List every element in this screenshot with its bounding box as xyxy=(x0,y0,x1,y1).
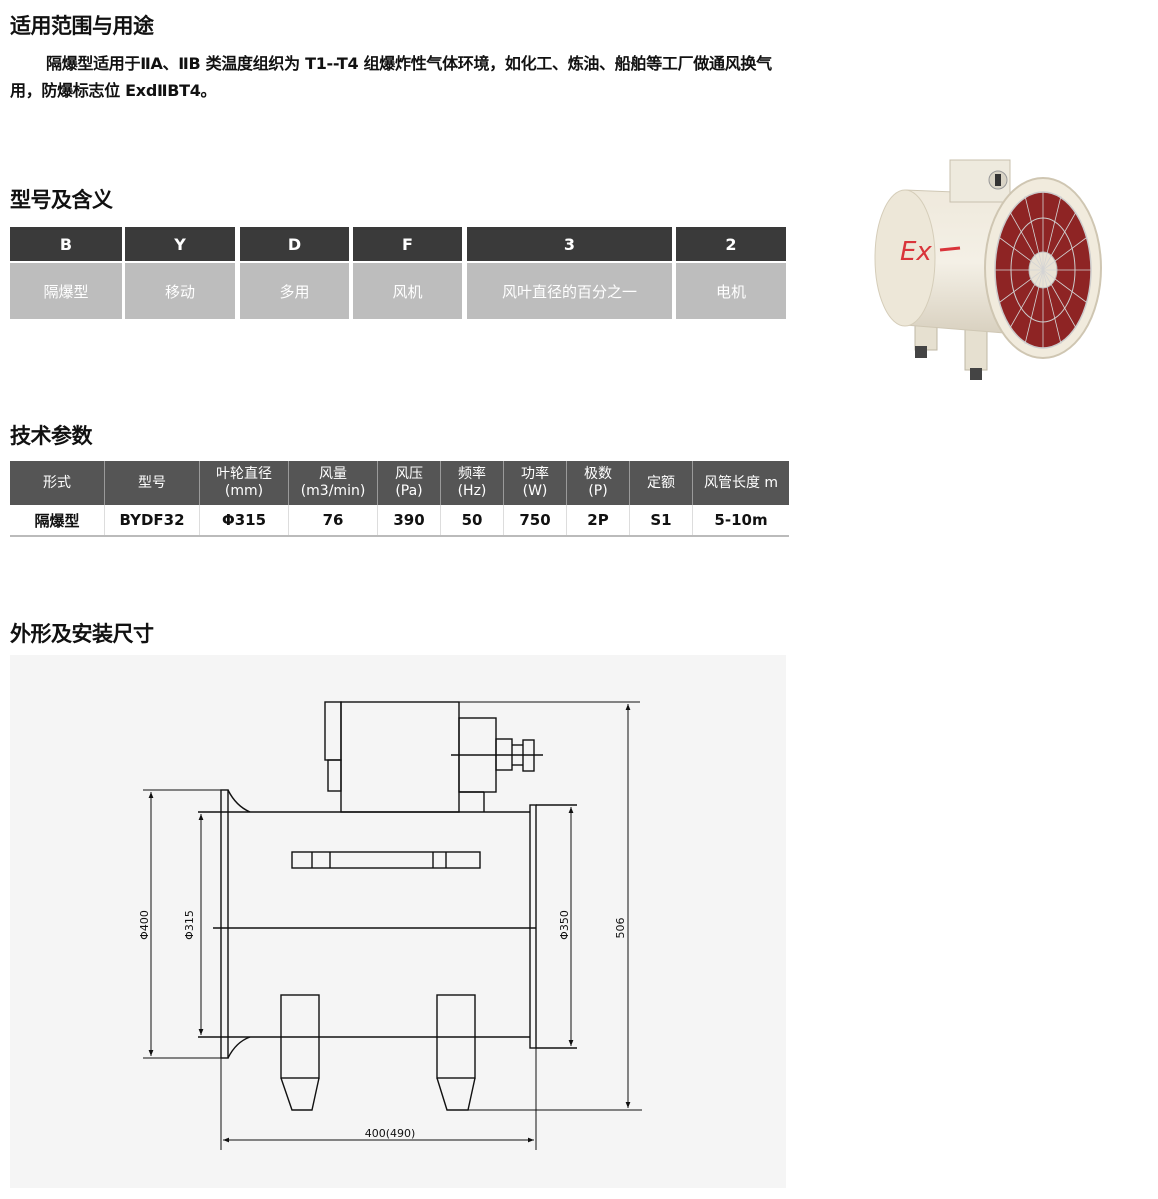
header-label: 频率 xyxy=(458,466,486,482)
header-cell: 频率(Hz) xyxy=(441,461,504,505)
header-label: 叶轮直径 xyxy=(216,466,272,482)
cell: 76 xyxy=(289,505,378,535)
model-meaning: 风机 xyxy=(353,263,462,319)
model-code: D xyxy=(240,227,349,261)
model-meaning: 风叶直径的百分之一 xyxy=(467,263,672,319)
cell: 隔爆型 xyxy=(10,505,105,535)
header-label: 风压 xyxy=(395,466,423,482)
model-heading: 型号及含义 xyxy=(10,188,113,212)
header-unit: (W) xyxy=(522,483,548,499)
model-meaning: 移动 xyxy=(125,263,235,319)
specs-heading: 技术参数 xyxy=(10,424,93,448)
dim-outlet-diameter: Φ350 xyxy=(558,910,571,940)
model-meaning-table: B Y D F 3 2 隔爆型 移动 多用 风机 风叶直径的百分之一 电机 xyxy=(10,227,787,319)
header-unit: (mm) xyxy=(224,483,264,499)
header-unit: (Hz) xyxy=(457,483,487,499)
product-photo: Ex xyxy=(874,159,1102,380)
header-cell: 极数(P) xyxy=(567,461,630,505)
cell: S1 xyxy=(630,505,693,535)
support-legs xyxy=(280,994,476,1111)
header-label: 定额 xyxy=(647,474,675,491)
header-cell: 风压(Pa) xyxy=(378,461,441,505)
header-label: 风管长度 m xyxy=(703,474,779,491)
motor-box xyxy=(324,701,543,813)
header-label: 形式 xyxy=(43,474,71,491)
dimension-drawing-panel xyxy=(10,655,786,1188)
header-label: 风量 xyxy=(319,466,347,482)
header-label: 功率 xyxy=(521,466,549,482)
header-cell: 功率(W) xyxy=(504,461,567,505)
fan-housing xyxy=(198,789,577,1059)
cell: BYDF32 xyxy=(105,505,200,535)
cell: 50 xyxy=(441,505,504,535)
header-cell: 定额 xyxy=(630,461,693,505)
dim-outer-diameter: Φ400 xyxy=(138,910,151,940)
spec-table-header: 形式 型号 叶轮直径(mm) 风量(m3/min) 风压(Pa) 频率(Hz) … xyxy=(10,461,789,505)
model-code: B xyxy=(10,227,122,261)
spec-table: 形式 型号 叶轮直径(mm) 风量(m3/min) 风压(Pa) 频率(Hz) … xyxy=(10,461,789,537)
ex-marking: Ex xyxy=(900,237,932,267)
usage-paragraph: 隔爆型适用于ⅡA、ⅡB 类温度组织为 T1--T4 组爆炸性气体环境，如化工、炼… xyxy=(10,50,800,104)
usage-heading: 适用范围与用途 xyxy=(10,14,154,38)
table-row: 隔爆型 BYDF32 Φ315 76 390 50 750 2P S1 5-10… xyxy=(10,505,789,537)
header-unit: (Pa) xyxy=(395,483,423,499)
model-code: 2 xyxy=(676,227,786,261)
header-unit: (m3/min) xyxy=(300,483,366,499)
cell: 390 xyxy=(378,505,441,535)
dimensions-heading: 外形及安装尺寸 xyxy=(10,622,154,646)
header-label: 极数 xyxy=(584,466,612,482)
header-label: 型号 xyxy=(138,474,166,491)
model-meaning: 电机 xyxy=(676,263,786,319)
dimension-lines xyxy=(143,701,642,1150)
header-cell: 风量(m3/min) xyxy=(289,461,378,505)
cell: 750 xyxy=(504,505,567,535)
model-meaning: 多用 xyxy=(240,263,349,319)
model-meaning: 隔爆型 xyxy=(10,263,122,319)
model-code: F xyxy=(353,227,462,261)
header-unit: (P) xyxy=(588,483,608,499)
dim-impeller-diameter: Φ315 xyxy=(183,910,196,940)
dim-length: 400(490) xyxy=(365,1127,416,1140)
usage-text: 隔爆型适用于ⅡA、ⅡB 类温度组织为 T1--T4 组爆炸性气体环境，如化工、炼… xyxy=(10,54,772,100)
model-code: Y xyxy=(125,227,235,261)
header-cell: 风管长度 m xyxy=(693,461,789,505)
dim-height: 506 xyxy=(614,918,627,939)
cell: Φ315 xyxy=(200,505,289,535)
header-cell: 叶轮直径(mm) xyxy=(200,461,289,505)
junction-box xyxy=(949,159,1011,203)
cell: 2P xyxy=(567,505,630,535)
header-cell: 形式 xyxy=(10,461,105,505)
cell: 5-10m xyxy=(714,511,768,529)
header-cell: 型号 xyxy=(105,461,200,505)
model-code: 3 xyxy=(467,227,672,261)
fan-grill xyxy=(984,177,1102,359)
